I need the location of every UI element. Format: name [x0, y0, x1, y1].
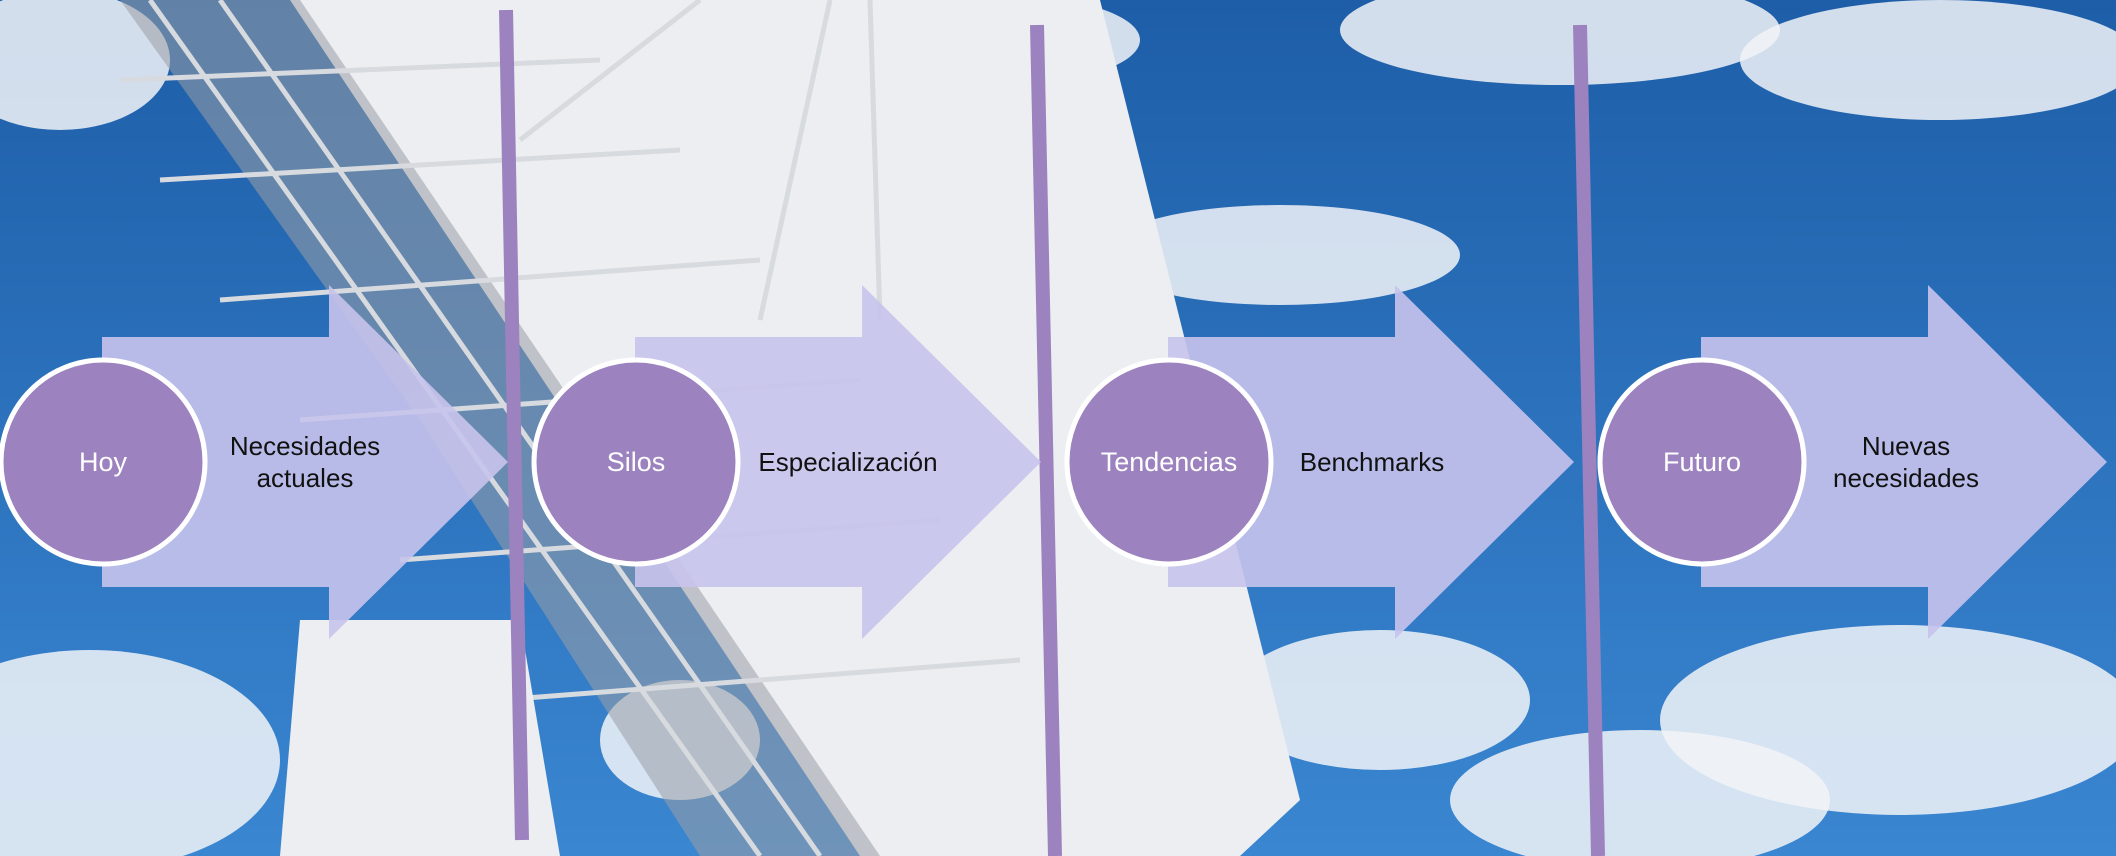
dividers — [499, 9, 1605, 856]
stage-circle — [531, 357, 741, 567]
stage-circle — [1064, 357, 1274, 567]
stage-arrow — [102, 285, 508, 639]
stage-4 — [1597, 285, 2107, 639]
stage-arrow — [1701, 285, 2107, 639]
stage-arrow — [635, 285, 1041, 639]
divider-2 — [1030, 24, 1062, 856]
stage-circle — [1597, 357, 1807, 567]
divider-3 — [1573, 24, 1605, 856]
stage-2 — [531, 285, 1041, 639]
stage-circle — [0, 357, 208, 567]
stage-arrow — [1168, 285, 1574, 639]
process-stages — [0, 285, 2107, 639]
divider-1 — [499, 9, 529, 841]
stage-3 — [1064, 285, 1574, 639]
stage-1 — [0, 285, 508, 639]
